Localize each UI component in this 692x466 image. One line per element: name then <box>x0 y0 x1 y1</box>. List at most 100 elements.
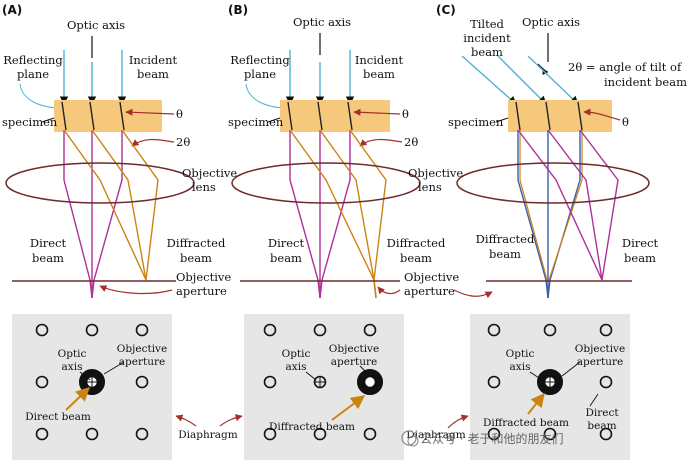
theta-label: θ <box>622 115 629 129</box>
diffraction-spot <box>85 323 99 337</box>
diffraction-spot <box>363 375 377 389</box>
direct-beam-label: Direct beam <box>25 411 91 423</box>
specimen-leader <box>41 117 55 123</box>
panel-a-tag: (A) <box>2 3 22 17</box>
two-theta-label: 2θ <box>176 135 190 149</box>
diaphragm-label-2: Diaphragm <box>406 429 466 441</box>
direct-beams <box>289 130 351 299</box>
aperture-leader <box>561 361 581 377</box>
objective-aperture-ring <box>79 369 105 395</box>
diffracted-beam-arrow <box>331 395 366 421</box>
diffracted-beam-label-2: beam <box>180 251 212 265</box>
diffraction-spot <box>263 323 277 337</box>
direct-beam-label-1: Direct <box>585 407 619 419</box>
tilted-incident-beams <box>461 55 579 105</box>
two-theta-arrow <box>359 138 403 147</box>
diffraction-spot <box>313 323 327 337</box>
diffraction-spot <box>363 427 377 441</box>
diaphragm-label-1: Diaphragm <box>178 429 238 441</box>
direct-beams <box>63 130 123 299</box>
diffraction-pattern-c <box>470 314 630 460</box>
theta-label: θ <box>402 107 409 121</box>
direct-beam-label-2: beam <box>587 420 616 432</box>
panel-c: (C) Tilted incident beam Optic axis 2θ =… <box>436 3 687 299</box>
optic-axis-leader <box>529 371 543 381</box>
specimen-slab <box>508 100 612 132</box>
direct-beams <box>517 129 619 281</box>
objective-lens-label-2: lens <box>192 180 216 194</box>
diaphragm-labels: Diaphragm Diaphragm <box>175 414 469 441</box>
optic-axis-label: Optic axis <box>293 15 351 29</box>
optic-axis-label-1: Optic <box>506 348 535 360</box>
reflecting-plane-label-1: Reflecting <box>230 53 290 67</box>
diaphragm-arrow-c <box>447 414 469 429</box>
diffraction-spot <box>487 375 501 389</box>
objective-aperture-ring <box>537 369 563 395</box>
reflecting-plane-label-1: Reflecting <box>3 53 63 67</box>
optic-axis-leader <box>79 371 91 381</box>
specimen-slab <box>280 100 390 132</box>
diaphragm-arrow-left <box>175 414 197 427</box>
theta-arrow <box>125 108 175 116</box>
tilt-angle-arc <box>537 63 549 75</box>
diffraction-spot <box>85 427 99 441</box>
reflecting-planes <box>515 101 583 131</box>
diffraction-spot <box>543 427 557 441</box>
objective-aperture-label-1: Objective <box>404 270 459 284</box>
theta-label: θ <box>176 107 183 121</box>
objective-aperture-label-1: Objective <box>117 343 167 355</box>
specimen-leader <box>267 117 281 123</box>
objective-lens-label-2: lens <box>418 180 442 194</box>
incident-beam-label-1: Incident <box>129 53 178 67</box>
specimen-label: specimen <box>228 115 284 129</box>
direct-beam-leader <box>589 393 599 407</box>
diffraction-spot <box>543 323 557 337</box>
reflecting-plane-label-2: plane <box>17 67 49 81</box>
optic-axis-label-1: Optic <box>58 348 87 360</box>
tilted-incident-label-2: incident <box>463 31 511 45</box>
wechat-icon-bubble <box>407 435 419 447</box>
diffraction-spot <box>135 323 149 337</box>
objective-aperture-label-2: aperture <box>404 284 455 298</box>
diffraction-spot <box>35 323 49 337</box>
aperture-arrow <box>99 285 173 295</box>
diffraction-spot <box>35 427 49 441</box>
optic-axis-crosshair <box>315 377 325 387</box>
diffraction-spot <box>135 427 149 441</box>
panel-b: (B) Optic axis Reflecting plane Incident… <box>228 3 493 299</box>
diffracted-beam-label-1: Diffracted <box>167 236 226 250</box>
optic-axis-label: Optic axis <box>67 18 125 32</box>
tilted-incident-label-1: Tilted <box>470 17 504 31</box>
aperture-leader <box>359 365 369 375</box>
incident-beams <box>285 50 355 105</box>
diffracted-beams <box>63 129 159 281</box>
diffraction-spot <box>313 427 327 441</box>
optic-axis-label-2: axis <box>62 361 83 373</box>
diffracted-beam-label-1: Diffracted <box>387 236 446 250</box>
objective-lens-label-1: Objective <box>408 166 463 180</box>
objective-lens <box>456 162 650 204</box>
direct-beam-label-2: beam <box>32 251 64 265</box>
diffraction-spot <box>487 323 501 337</box>
diffraction-spot <box>599 323 613 337</box>
objective-lens <box>5 162 195 204</box>
objective-aperture-label-2: aperture <box>331 356 377 368</box>
diffraction-spot <box>599 427 613 441</box>
pattern-a-labels: Optic axis Objective aperture Direct bea… <box>25 343 167 423</box>
direct-beam-label-1: Direct <box>622 236 659 250</box>
pattern-b-labels: Optic axis Objective aperture Diffracted… <box>269 343 379 433</box>
wechat-icon <box>401 430 417 446</box>
direct-beam-label-2: beam <box>270 251 302 265</box>
diffracted-beam-arrow <box>527 392 545 415</box>
objective-aperture-label-1: Objective <box>329 343 379 355</box>
reflecting-planes <box>287 101 353 131</box>
optic-axis-leader <box>305 371 317 381</box>
objective-lens <box>231 162 421 204</box>
reflecting-plane-label-2: plane <box>244 67 276 81</box>
specimen-label: specimen <box>2 115 58 129</box>
objective-aperture-label-2: aperture <box>119 356 165 368</box>
incident-beam-label-2: beam <box>363 67 395 81</box>
panel-c-tag: (C) <box>436 3 456 17</box>
diffraction-spot <box>599 375 613 389</box>
